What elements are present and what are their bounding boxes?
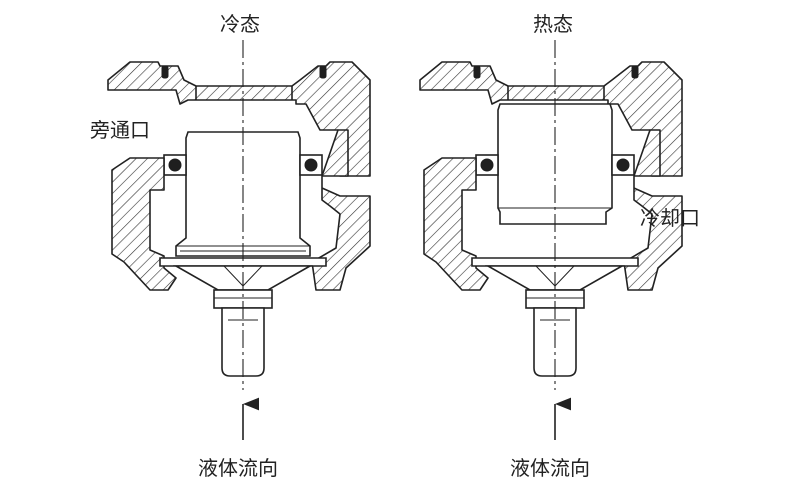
hot-lower-housing-right — [623, 129, 683, 291]
cold-state-title: 冷态 — [220, 12, 260, 36]
hot-state-assembly — [419, 40, 683, 440]
cold-lower-housing-left — [111, 157, 177, 291]
hot-lower-housing-left — [423, 157, 489, 291]
bypass-port-label: 旁通口 — [90, 118, 150, 142]
hot-state-title: 热态 — [533, 12, 573, 36]
cold-state-assembly — [107, 40, 371, 440]
hot-top-housing — [419, 61, 683, 177]
cold-base-plate — [159, 257, 327, 267]
flow-direction-left-label: 液体流向 — [198, 456, 278, 480]
cold-top-housing — [107, 61, 371, 177]
cold-lower-housing-right — [311, 129, 371, 291]
cold-top-recess — [195, 86, 293, 100]
cooling-port-label: 冷却口 — [640, 206, 700, 230]
hot-base-plate — [471, 257, 639, 267]
cold-top-seal-left — [161, 65, 169, 79]
cold-top-seal-right — [319, 65, 327, 79]
hot-top-seal-right — [631, 65, 639, 79]
flow-direction-right-label: 液体流向 — [510, 456, 590, 480]
hot-top-seal-left — [473, 65, 481, 79]
